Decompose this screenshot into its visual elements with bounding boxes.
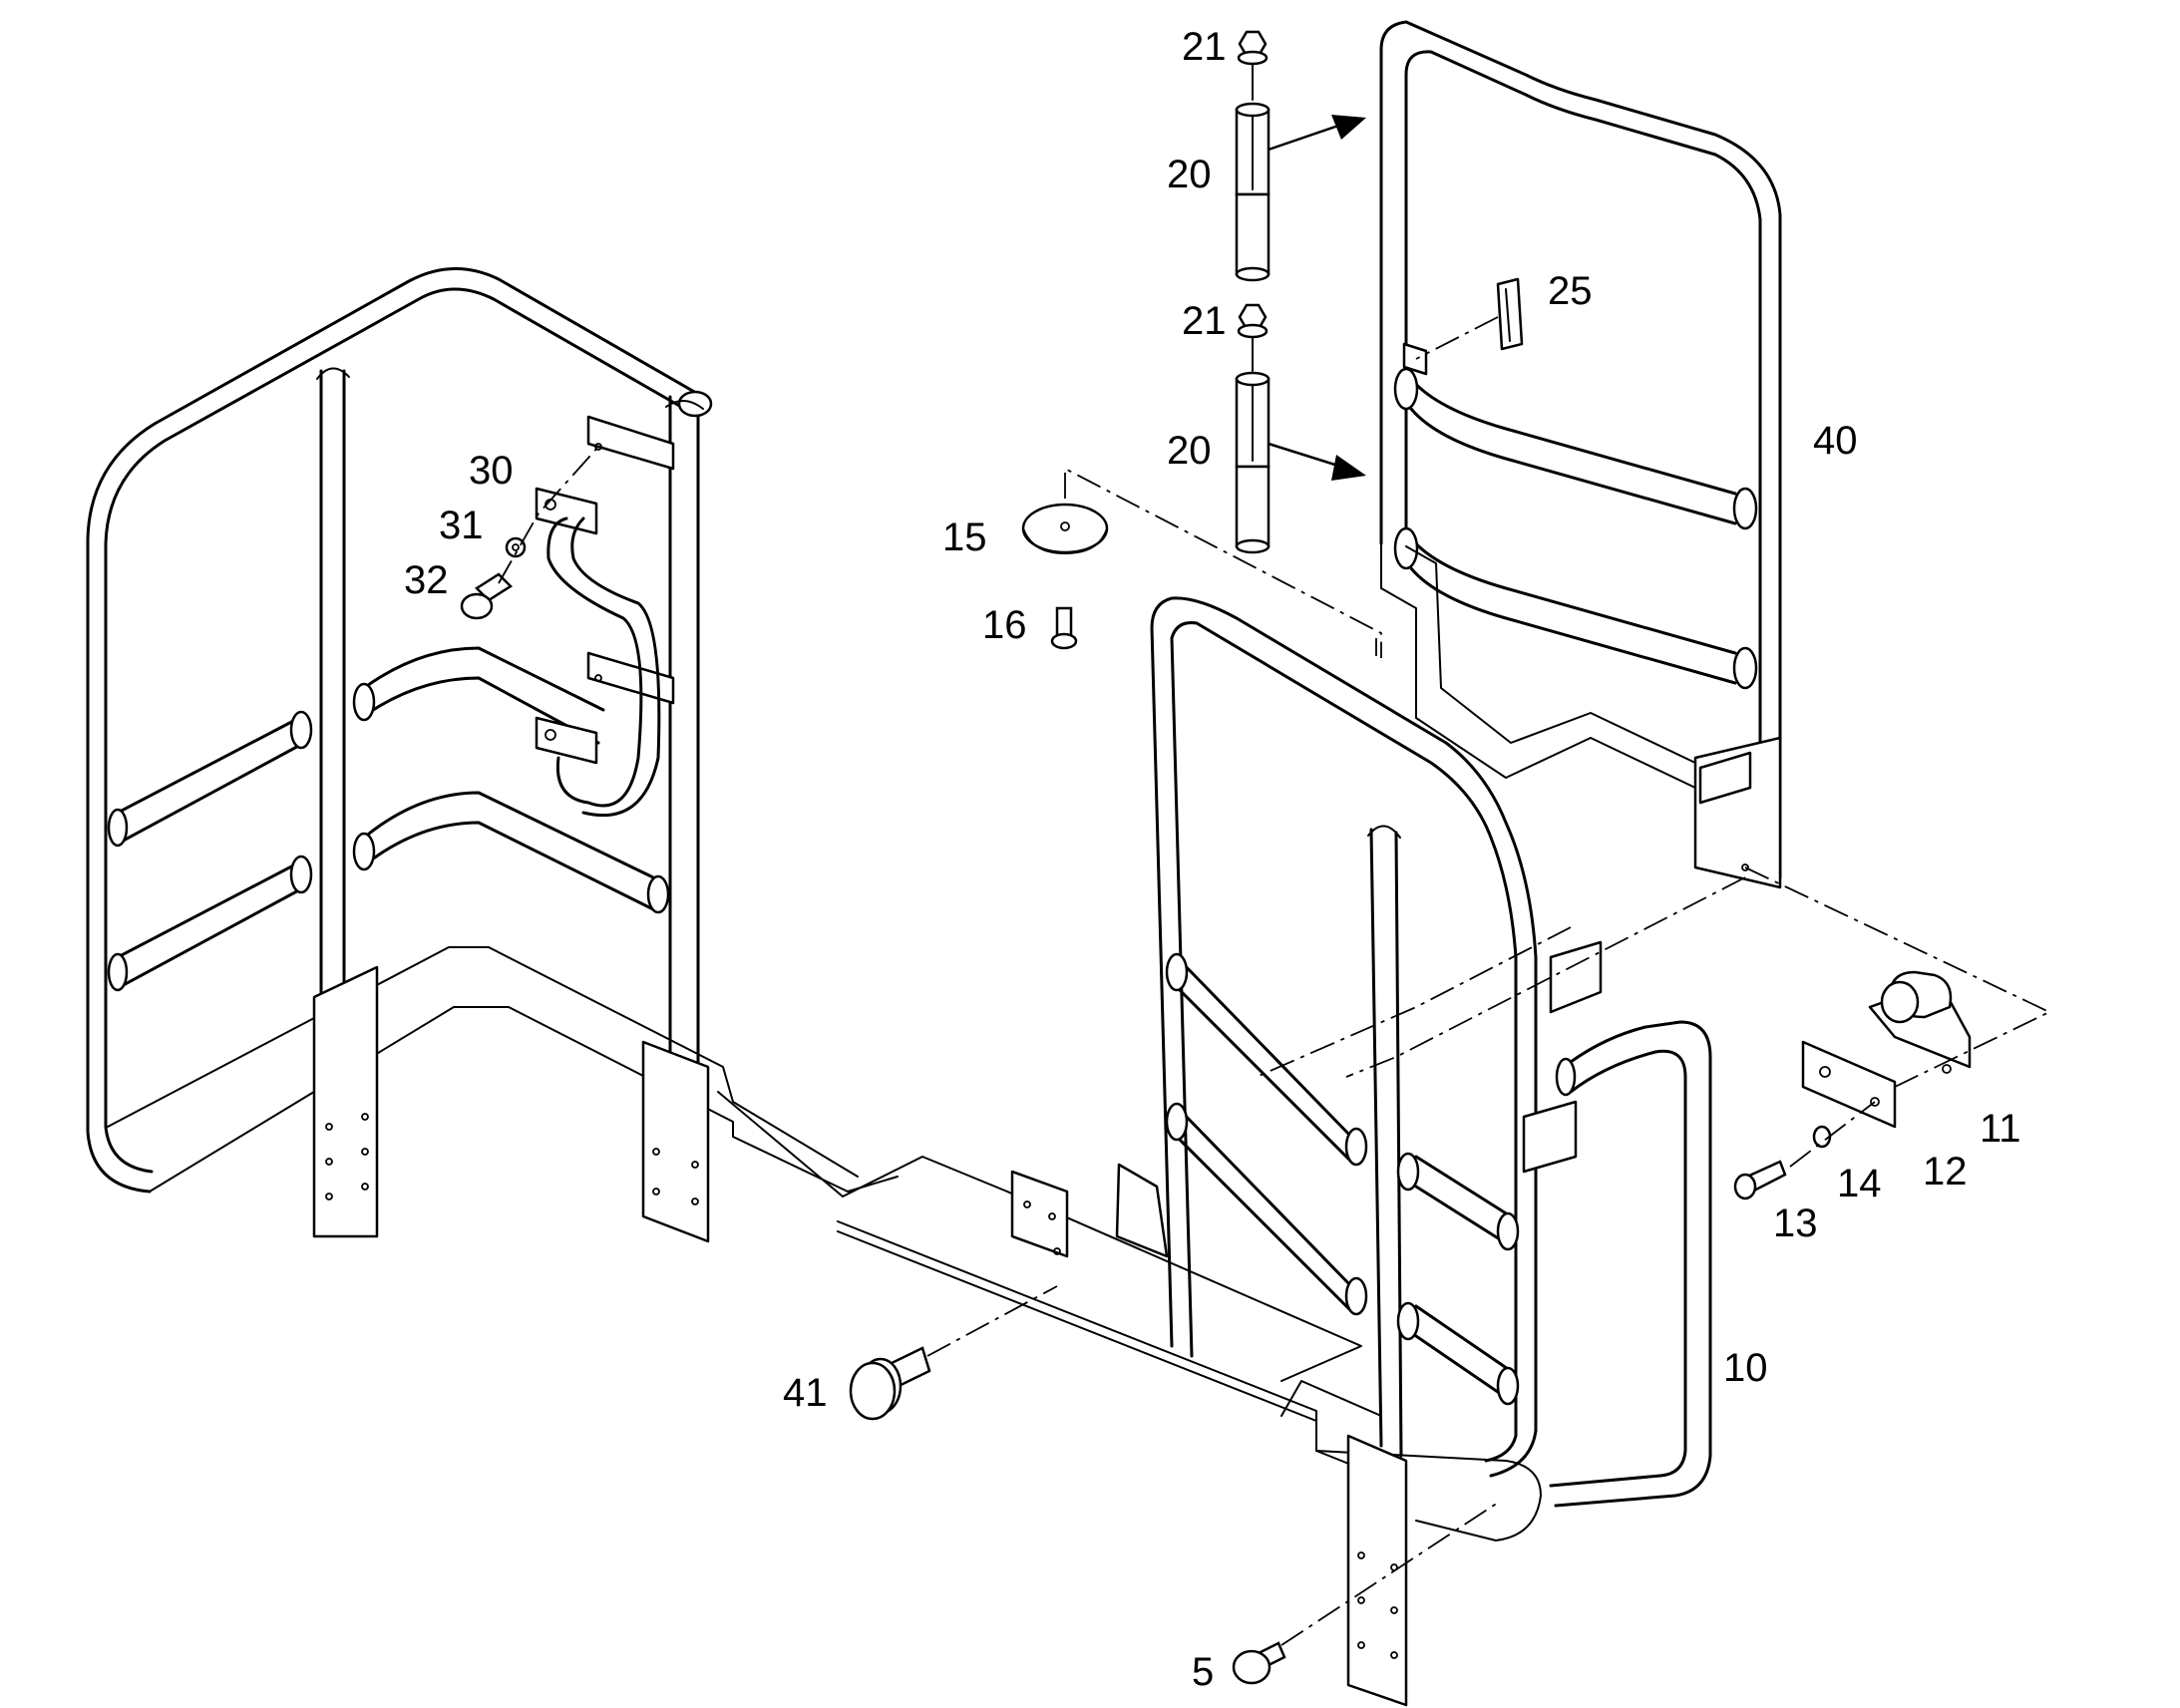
plate-12 (1801, 1040, 1897, 1129)
callout-25: 25 (1548, 269, 1593, 313)
disc-15 (1021, 503, 1109, 554)
callout-41: 41 (783, 1371, 828, 1415)
bolt-21-top (1237, 30, 1269, 66)
callout-10: 10 (1723, 1346, 1768, 1390)
callout-16: 16 (982, 603, 1027, 647)
grab-handle (535, 487, 661, 818)
cross-beam (717, 1091, 1392, 1482)
callout-11: 11 (1980, 1107, 2021, 1151)
right-railing-frame (1150, 596, 1712, 1707)
callout-14: 14 (1837, 1162, 1882, 1205)
callout-31: 31 (439, 504, 484, 547)
callout-32: 32 (404, 558, 449, 602)
callout-12: 12 (1923, 1150, 1968, 1194)
callout-20-top: 20 (1167, 153, 1212, 196)
callout-15: 15 (942, 515, 987, 559)
latch-11 (1868, 970, 1972, 1074)
left-railing-frame (86, 267, 899, 1243)
door-frame (1379, 20, 1782, 889)
callout-30: 30 (469, 449, 514, 493)
hinge-pin-20-top (1235, 102, 1271, 282)
callout-21-top: 21 (1182, 25, 1227, 69)
callout-13: 13 (1773, 1201, 1818, 1245)
callout-20-bottom: 20 (1167, 429, 1212, 473)
callout-40: 40 (1813, 419, 1858, 463)
bolt-13 (1733, 1160, 1787, 1200)
callout-21-mid: 21 (1182, 299, 1227, 343)
hinge-pin-20-bottom (1235, 371, 1271, 554)
bolt-32 (460, 572, 513, 620)
callout-5: 5 (1192, 1650, 1214, 1694)
knob-5 (1232, 1641, 1286, 1685)
clip-25 (1496, 277, 1524, 351)
screw-16 (1050, 606, 1078, 650)
knob-41 (849, 1346, 931, 1421)
washer-31 (505, 536, 527, 558)
washer-14 (1812, 1125, 1832, 1149)
bolt-21-mid (1237, 303, 1269, 339)
